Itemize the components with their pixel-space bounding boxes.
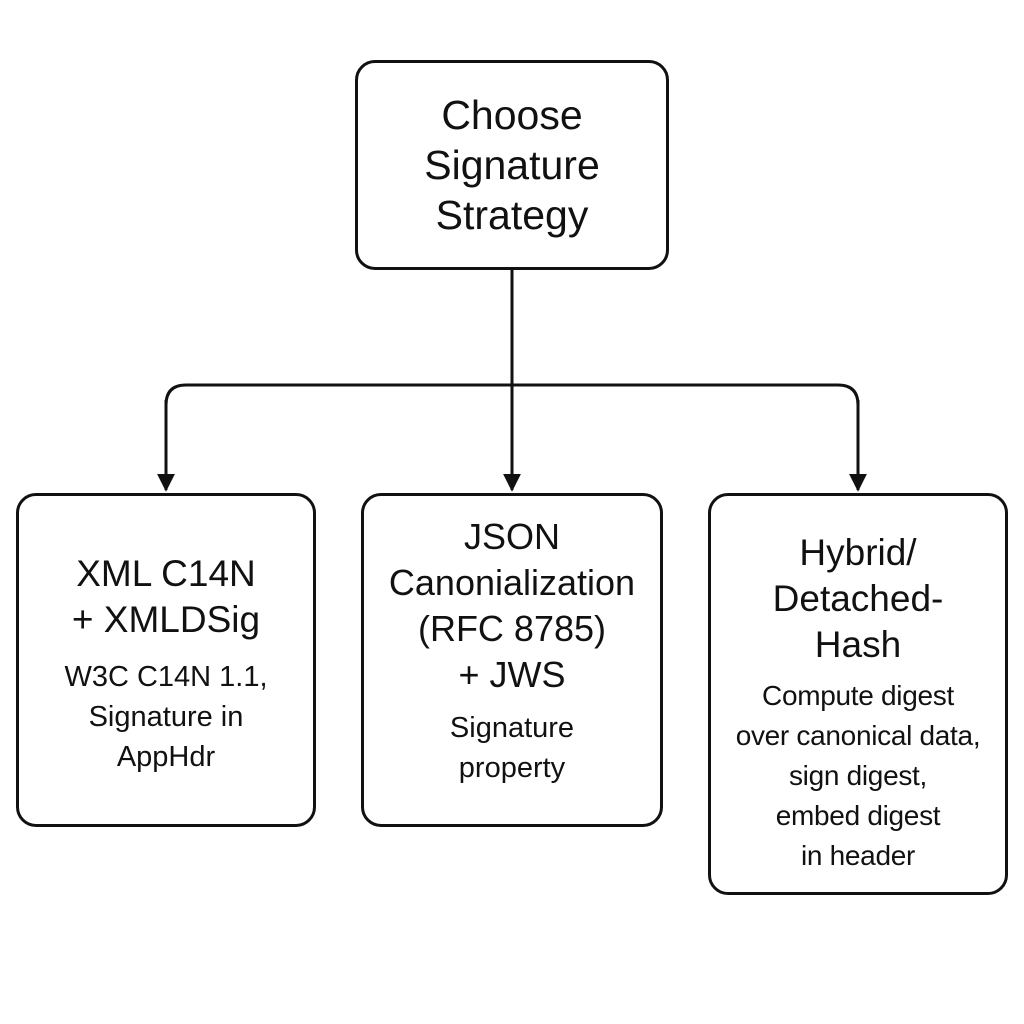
option-title-line: Canonialization [388,562,636,603]
root-title-line: Signature [424,142,600,188]
option-title-line: XML C14N [76,553,256,594]
option-title-line: + XMLDSig [71,599,261,640]
option-title: JSON Canonialization (RFC 8785) + JWS [389,514,635,698]
root-node-choose-signature-strategy: Choose Signature Strategy [355,60,669,270]
option-detail-line: W3C C14N 1.1, [64,661,268,693]
root-title-line: Strategy [435,192,589,238]
option-node-json-canonicalization: JSON Canonialization (RFC 8785) + JWS Si… [361,493,663,827]
root-title-line: Choose [441,92,583,138]
option-title: XML C14N + XMLDSig [72,551,260,643]
option-detail-line: sign digest, [788,760,928,791]
option-detail-line: Signature in [88,701,244,733]
option-detail-line: Compute digest [762,680,954,711]
option-detail: Compute digest over canonical data, sign… [736,676,981,876]
option-node-hybrid-detached-hash: Hybrid/ Detached- Hash Compute digest ov… [708,493,1008,895]
option-title: Hybrid/ Detached- Hash [773,530,944,668]
option-detail-line: in header [800,840,916,871]
option-detail: W3C C14N 1.1, Signature in AppHdr [64,657,267,777]
option-title-line: Detached- [772,578,944,619]
option-detail-line: Signature [449,712,575,744]
option-detail-line: property [458,752,566,784]
option-node-xml-c14n: XML C14N + XMLDSig W3C C14N 1.1, Signatu… [16,493,316,827]
option-detail-line: embed digest [775,800,941,831]
option-detail-line: over canonical data, [735,720,981,751]
option-title-line: JSON [463,516,560,557]
option-title-line: (RFC 8785) [417,608,607,649]
option-detail: Signature property [450,708,574,788]
option-title-line: Hybrid/ [799,532,917,573]
option-detail-line: AppHdr [116,741,216,773]
option-title-line: Hash [814,624,902,665]
option-title-line: + JWS [458,654,566,695]
